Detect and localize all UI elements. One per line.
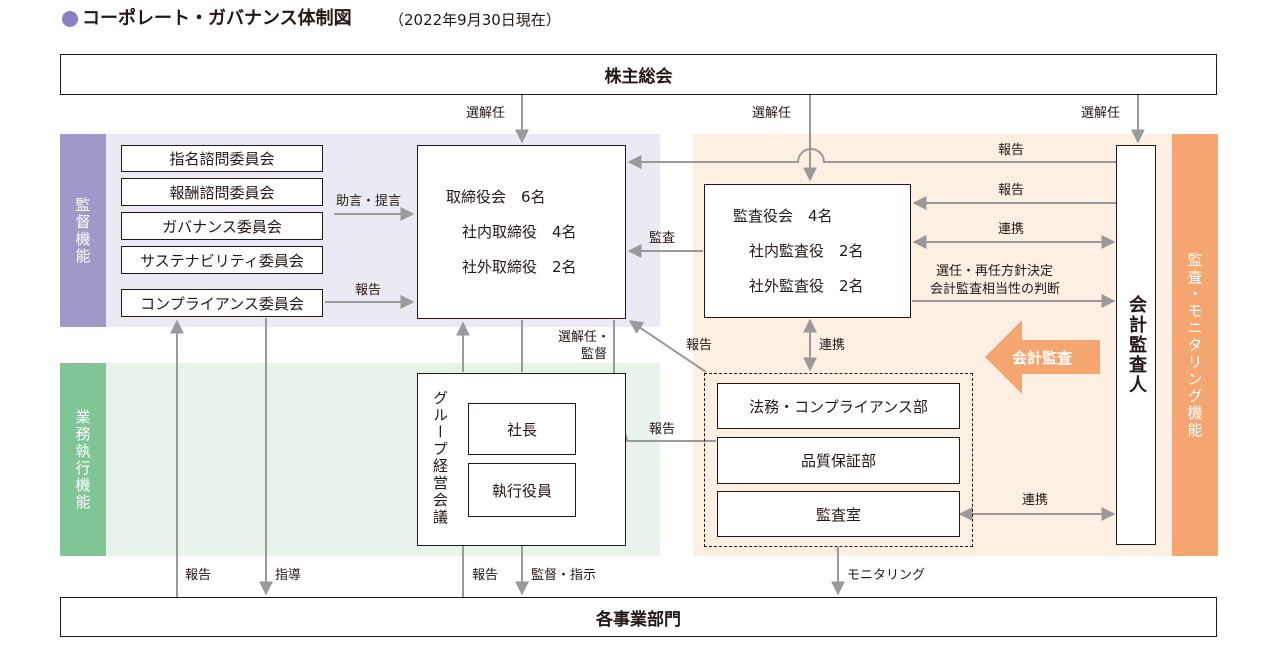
compliance-committee: コンプライアンス委員会 xyxy=(121,289,323,317)
president: 社長 xyxy=(468,403,576,455)
label-guide: 指導 xyxy=(275,568,302,583)
band-audit: 監査・モニタリング機能 xyxy=(1172,134,1218,556)
compensation-committee: 報酬諮問委員会 xyxy=(121,178,323,206)
audit-board: 監査役会 4名 社内監査役 2名 社外監査役 2名 xyxy=(704,184,911,318)
label-coop-aa-auditors: 連携 xyxy=(998,222,1025,237)
label-report-dept-board: 報告 xyxy=(686,338,713,353)
legal-compliance-dept: 法務・コンプライアンス部 xyxy=(717,383,960,429)
group-meeting-label: グループ経営会議 xyxy=(431,390,449,526)
label-policy-2: 会計監査相当性の判断 xyxy=(930,282,1061,297)
label-report-div-group: 報告 xyxy=(472,568,499,583)
sustainability-committee: サステナビリティ委員会 xyxy=(121,246,323,274)
board-line-3: 社外取締役 2名 xyxy=(462,257,577,276)
label-elect-board: 選解任 xyxy=(466,106,506,121)
board-of-directors: 取締役会 6名 社内取締役 4名 社外取締役 2名 xyxy=(417,145,626,319)
band-supervise: 監督機能 xyxy=(60,134,106,327)
title-bullet-icon xyxy=(62,11,78,27)
audit-office: 監査室 xyxy=(717,491,960,537)
label-monitoring: モニタリング xyxy=(847,568,926,583)
band-exec: 業務執行機能 xyxy=(60,363,106,556)
executive-officers: 執行役員 xyxy=(468,463,576,517)
label-supervise-instruct: 監督・指示 xyxy=(531,568,597,583)
label-report-dept-president: 報告 xyxy=(649,422,676,437)
label-elect-supervise-1: 選解任・ xyxy=(558,330,611,345)
board-line-2: 社内取締役 4名 xyxy=(462,222,577,241)
auditors-line-1: 監査役会 4名 xyxy=(733,206,833,225)
label-policy-1: 選任・再任方針決定 xyxy=(936,264,1054,279)
shareholders-meeting: 株主総会 xyxy=(60,54,1217,95)
business-divisions: 各事業部門 xyxy=(60,597,1217,637)
accounting-auditor: 会計監査人 xyxy=(1116,145,1156,545)
nomination-committee: 指名諮問委員会 xyxy=(121,145,323,172)
label-coop-auditors-dept: 連携 xyxy=(819,338,846,353)
page-title: コーポレート・ガバナンス体制図 xyxy=(82,8,352,29)
label-audit-board: 監査 xyxy=(649,231,676,246)
accounting-audit-arrow-icon xyxy=(985,320,1100,394)
label-report-aa-board: 報告 xyxy=(998,143,1025,158)
governance-committee: ガバナンス委員会 xyxy=(121,212,323,240)
quality-assurance-dept: 品質保証部 xyxy=(717,437,960,484)
auditors-line-2: 社内監査役 2名 xyxy=(749,241,864,260)
page-subtitle: （2022年9月30日現在） xyxy=(389,11,561,29)
label-report-aa-auditors: 報告 xyxy=(998,183,1025,198)
label-elect-supervise-2: 監督 xyxy=(581,347,608,362)
label-advice: 助言・提言 xyxy=(336,194,402,209)
label-report-div-compliance: 報告 xyxy=(185,568,212,583)
department-group xyxy=(704,373,973,547)
auditors-line-3: 社外監査役 2名 xyxy=(749,276,864,295)
accounting-audit-label: 会計監査 xyxy=(1012,349,1073,367)
label-elect-auditors: 選解任 xyxy=(752,106,792,121)
group-management-meeting: グループ経営会議 xyxy=(417,373,626,546)
label-report-compliance: 報告 xyxy=(355,283,382,298)
board-line-1: 取締役会 6名 xyxy=(446,187,546,206)
label-elect-aa: 選解任 xyxy=(1081,106,1121,121)
label-coop-office-aa: 連携 xyxy=(1022,493,1049,508)
